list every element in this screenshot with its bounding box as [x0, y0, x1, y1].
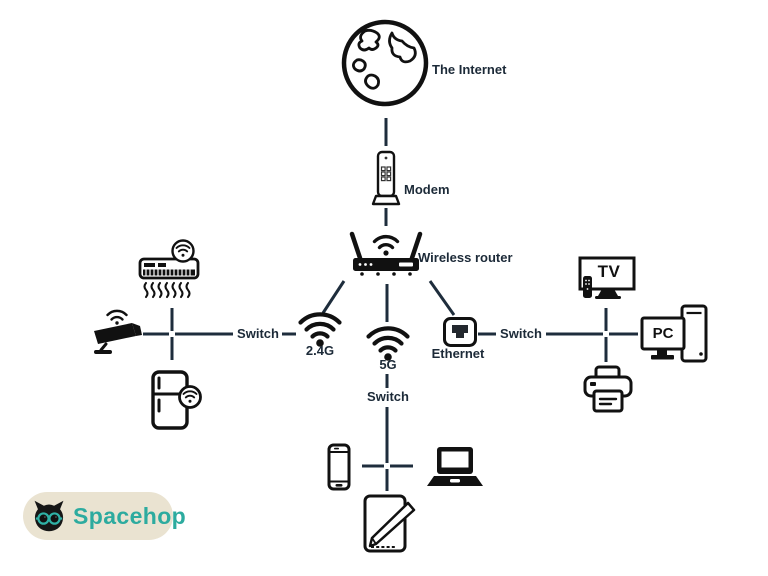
security-camera-icon: [90, 306, 146, 358]
ethernet-label: Ethernet: [431, 346, 485, 361]
globe-icon: [340, 18, 430, 108]
switch-left-label: Switch: [237, 326, 279, 341]
air-conditioner-icon: [132, 238, 210, 300]
switch-bottom-label: Switch: [367, 389, 409, 404]
wireless-router-icon: [348, 228, 424, 276]
router-label: Wireless router: [418, 250, 513, 265]
wifi-5g-label: 5G: [379, 357, 397, 372]
wifi-2-4g-label: 2.4G: [305, 343, 335, 358]
switch-right-label: Switch: [500, 326, 542, 341]
tablet-with-pen-icon: [362, 494, 420, 554]
tv-label: TV: [597, 262, 621, 281]
smart-fridge-icon: [148, 368, 204, 432]
internet-label: The Internet: [432, 62, 507, 77]
ethernet-port-icon: [442, 316, 478, 348]
tv-icon: TV: [578, 256, 636, 302]
laptop-icon: [426, 445, 484, 489]
desktop-pc-icon: PC: [640, 304, 708, 366]
wifi-2-4g-icon: [297, 312, 343, 348]
spacehop-logo: Spacehop: [23, 492, 186, 540]
modem-icon: [368, 150, 404, 206]
spacehop-mascot-icon: [34, 500, 64, 532]
spacehop-brand-text: Spacehop: [73, 502, 187, 529]
wifi-5g-icon: [365, 326, 411, 362]
smartphone-icon: [327, 443, 351, 491]
printer-icon: [582, 364, 634, 418]
pc-label: PC: [652, 325, 674, 342]
modem-label: Modem: [404, 182, 450, 197]
